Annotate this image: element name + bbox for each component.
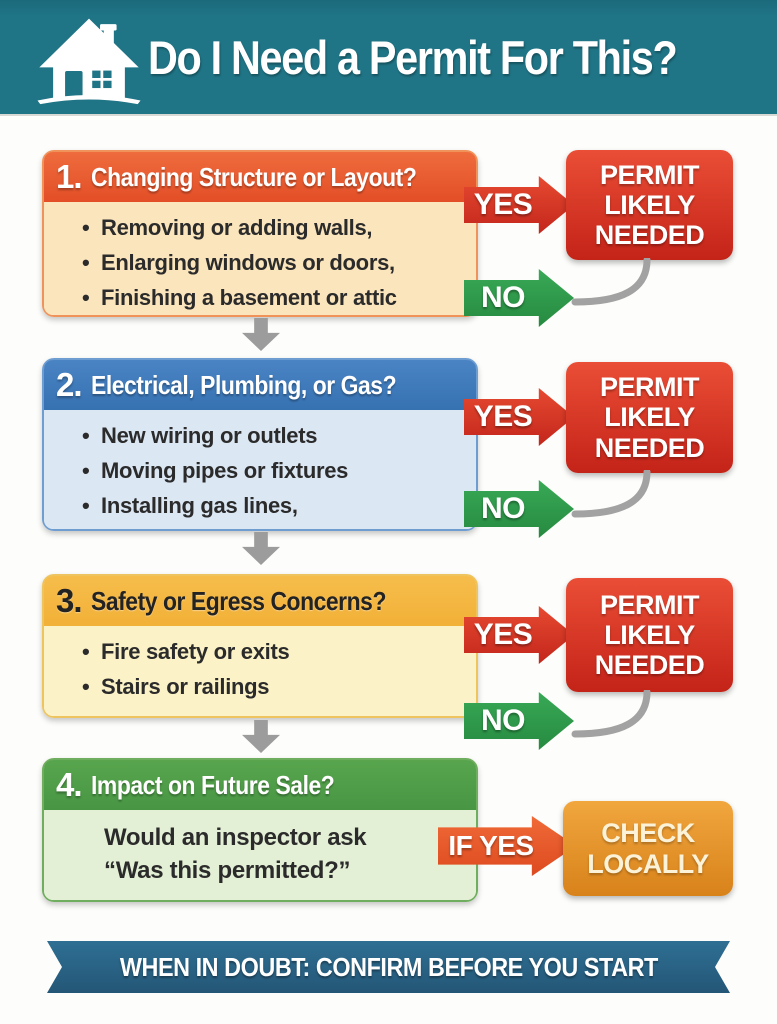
section-title: Changing Structure or Layout? — [90, 161, 417, 192]
bullet-item: Enlarging windows or doors, — [82, 246, 464, 281]
no-arrow: NO — [464, 480, 574, 538]
section-4-body: Would an inspector ask “Was this permitt… — [44, 810, 476, 900]
section-1-body: Removing or adding walls, Enlarging wind… — [44, 202, 476, 315]
section-3-header: 3. Safety or Egress Concerns? — [44, 576, 476, 626]
section-1-header: 1. Changing Structure or Layout? — [44, 152, 476, 202]
permit-needed-box: PERMIT LIKELY NEEDED — [566, 578, 733, 692]
no-arrow-label: NO — [481, 704, 526, 737]
permit-line: NEEDED — [594, 220, 705, 251]
yes-arrow-label: YES — [473, 400, 533, 433]
permit-line: LIKELY — [604, 189, 695, 220]
yes-arrow: YES — [464, 176, 574, 234]
check-line: CHECK — [601, 818, 695, 849]
section-4-card: 4. Impact on Future Sale? Would an inspe… — [42, 758, 478, 902]
footer-ribbon: WHEN IN DOUBT: CONFIRM BEFORE YOU START — [47, 941, 730, 993]
section-2-body: New wiring or outlets Moving pipes or fi… — [44, 410, 476, 529]
section-number: 3. — [56, 582, 83, 619]
page-title: Do I Need a Permit For This? — [148, 0, 748, 114]
check-line: LOCALLY — [587, 848, 709, 879]
section-number: 4. — [56, 766, 83, 803]
permit-line: NEEDED — [594, 432, 705, 463]
top-banner: Do I Need a Permit For This? — [0, 0, 777, 114]
section-title: Electrical, Plumbing, or Gas? — [90, 369, 397, 400]
section-number: 1. — [56, 158, 83, 195]
if-yes-arrow-label: IF YES — [448, 830, 534, 861]
yes-arrow: YES — [464, 606, 574, 664]
body-line: “Was this permitted?” — [104, 856, 351, 884]
section-2-card: 2. Electrical, Plumbing, or Gas? New wir… — [42, 358, 478, 531]
house-icon — [37, 18, 141, 105]
permit-needed-box: PERMIT LIKELY NEEDED — [566, 362, 733, 473]
bullet-item: Moving pipes or fixtures — [82, 454, 464, 489]
bullet-item: Stairs or railings — [82, 670, 464, 705]
section-title: Impact on Future Sale? — [90, 769, 335, 800]
section-2-header: 2. Electrical, Plumbing, or Gas? — [44, 360, 476, 410]
no-arrow: NO — [464, 269, 574, 327]
connector-curve — [571, 690, 651, 738]
no-arrow: NO — [464, 692, 574, 750]
section-4-header: 4. Impact on Future Sale? — [44, 760, 476, 810]
section-title: Safety or Egress Concerns? — [90, 585, 386, 616]
section-1-card: 1. Changing Structure or Layout? Removin… — [42, 150, 478, 317]
permit-line: LIKELY — [604, 402, 695, 433]
bullet-item: Finishing a basement or attic — [82, 281, 464, 316]
yes-arrow: YES — [464, 388, 574, 446]
permit-line: PERMIT — [599, 372, 700, 403]
connector-curve — [571, 470, 651, 518]
check-locally-box: CHECK LOCALLY — [563, 801, 733, 896]
permit-line: PERMIT — [599, 589, 700, 620]
step-down-arrow — [242, 532, 280, 565]
bullet-item: Removing or adding walls, — [82, 211, 464, 246]
bullet-item: Installing gas lines, — [82, 489, 464, 524]
connector-curve — [571, 258, 651, 306]
section-3-card: 3. Safety or Egress Concerns? Fire safet… — [42, 574, 478, 718]
step-down-arrow — [242, 318, 280, 351]
body-line: Would an inspector ask — [104, 824, 367, 852]
step-down-arrow — [242, 720, 280, 753]
footer-text: WHEN IN DOUBT: CONFIRM BEFORE YOU START — [119, 951, 658, 982]
bullet-item: New wiring or outlets — [82, 419, 464, 454]
yes-arrow-label: YES — [473, 188, 533, 221]
section-number: 2. — [56, 366, 83, 403]
permit-line: NEEDED — [594, 650, 705, 681]
no-arrow-label: NO — [481, 281, 526, 314]
section-3-body: Fire safety or exits Stairs or railings — [44, 626, 476, 716]
page-title-text: Do I Need a Permit For This? — [148, 30, 678, 84]
bullet-item: Fire safety or exits — [82, 635, 464, 670]
permit-needed-box: PERMIT LIKELY NEEDED — [566, 150, 733, 260]
permit-line: LIKELY — [604, 619, 695, 650]
yes-arrow-label: YES — [473, 618, 533, 651]
permit-line: PERMIT — [599, 159, 700, 190]
no-arrow-label: NO — [481, 492, 526, 525]
